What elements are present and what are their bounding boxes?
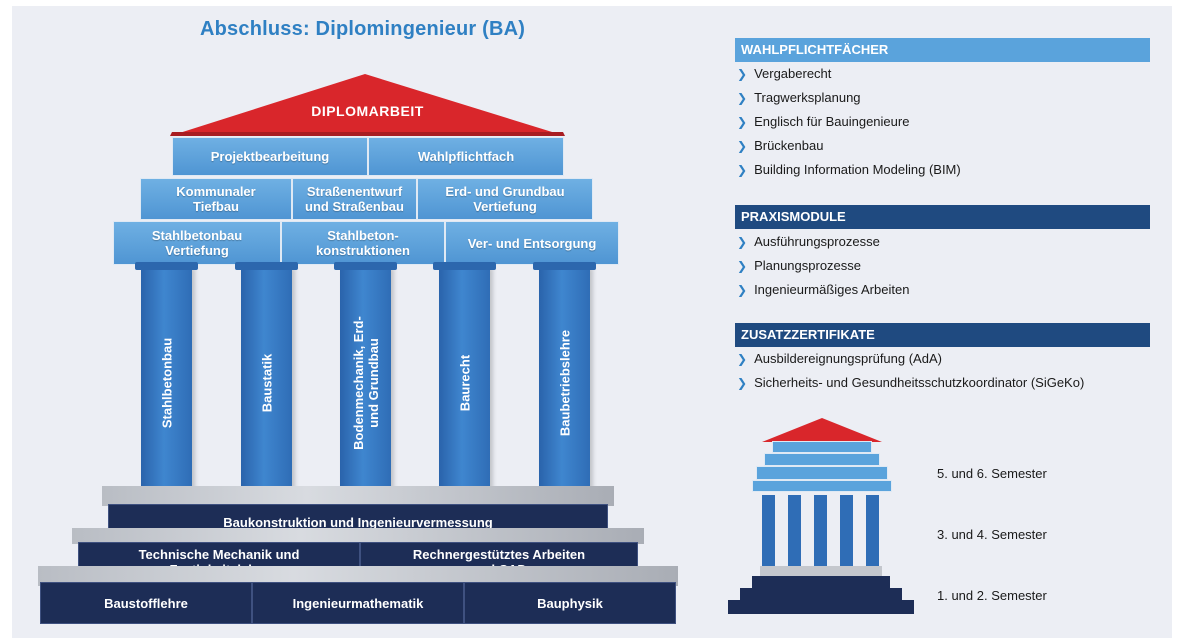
base-step-bottom xyxy=(38,566,678,586)
chevron-right-icon: ❯ xyxy=(737,67,748,81)
column-stahlbetonbau: Stahlbetonbau xyxy=(135,262,198,498)
list-item: ❯Sicherheits- und Gesundheitsschutzkoord… xyxy=(737,375,1085,390)
chevron-right-icon: ❯ xyxy=(737,376,748,390)
mini-column xyxy=(762,495,775,567)
list-item: ❯Englisch für Bauingenieure xyxy=(737,114,910,129)
list-praxismodule: ❯Ausführungsprozesse ❯Planungsprozesse ❯… xyxy=(737,230,1157,302)
column-label: Stahlbetonbau xyxy=(159,337,174,429)
block-stahlbetonbau-vertiefung: Stahlbetonbau Vertiefung xyxy=(113,221,281,265)
list-item: ❯Tragwerksplanung xyxy=(737,90,861,105)
list-item: ❯Planungsprozesse xyxy=(737,258,862,273)
mini-block-row-2 xyxy=(764,453,880,466)
mini-column xyxy=(866,495,879,567)
mini-column xyxy=(788,495,801,567)
semester-label-3-4: 3. und 4. Semester xyxy=(937,527,1047,542)
mini-block-row-3 xyxy=(756,466,888,480)
chevron-right-icon: ❯ xyxy=(737,163,748,177)
roof xyxy=(170,74,565,136)
block-wahlpflichtfach: Wahlpflichtfach xyxy=(368,137,564,176)
chevron-right-icon: ❯ xyxy=(737,235,748,249)
list-item: ❯Vergaberecht xyxy=(737,66,832,81)
mini-roof xyxy=(762,418,882,442)
list-item: ❯Brückenbau xyxy=(737,138,824,153)
list-item: ❯Building Information Modeling (BIM) xyxy=(737,162,961,177)
mini-block-row-1 xyxy=(772,441,872,453)
base-step-middle xyxy=(72,528,644,544)
column-bodenmechanik: Bodenmechanik, Erd- und Grundbau xyxy=(334,262,397,498)
column-label: Baubetriebslehre xyxy=(557,329,572,437)
chevron-right-icon: ❯ xyxy=(737,115,748,129)
roof-label: DIPLOMARBEIT xyxy=(311,103,424,119)
list-item: ❯Ausführungsprozesse xyxy=(737,234,880,249)
block-stahlbetonkonstruktionen: Stahlbeton- konstruktionen xyxy=(281,221,445,265)
column-label: Baustatik xyxy=(259,353,274,413)
list-wahlpflichtfaecher: ❯Vergaberecht ❯Tragwerksplanung ❯Englisc… xyxy=(737,62,1157,182)
section-heading-wahlpflichtfaecher: WAHLPFLICHTFÄCHER xyxy=(735,38,1150,62)
mini-column xyxy=(814,495,827,567)
list-item: ❯Ausbildereignungsprüfung (AdA) xyxy=(737,351,942,366)
chevron-right-icon: ❯ xyxy=(737,352,748,366)
mini-base-row-2 xyxy=(740,588,902,600)
column-label: Bodenmechanik, Erd- und Grundbau xyxy=(350,316,381,450)
block-bauphysik: Bauphysik xyxy=(464,582,676,624)
block-ver-und-entsorgung: Ver- und Entsorgung xyxy=(445,221,619,265)
list-zusatzzertifikate: ❯Ausbildereignungsprüfung (AdA) ❯Sicherh… xyxy=(737,347,1157,395)
mini-base-row-3 xyxy=(728,600,914,614)
column-baustatik: Baustatik xyxy=(235,262,298,498)
semester-label-1-2: 1. und 2. Semester xyxy=(937,588,1047,603)
chevron-right-icon: ❯ xyxy=(737,91,748,105)
block-ingenieurmathematik: Ingenieurmathematik xyxy=(252,582,464,624)
mini-column xyxy=(840,495,853,567)
column-baubetriebslehre: Baubetriebslehre xyxy=(533,262,596,498)
block-erd-und-grundbau-vertiefung: Erd- und Grundbau Vertiefung xyxy=(417,178,593,220)
base-step-top xyxy=(102,486,614,506)
mini-block-row-4 xyxy=(752,480,892,492)
column-label: Baurecht xyxy=(457,354,472,412)
block-kommunaler-tiefbau: Kommunaler Tiefbau xyxy=(140,178,292,220)
section-heading-zusatzzertifikate: ZUSATZZERTIFIKATE xyxy=(735,323,1150,347)
list-item: ❯Ingenieurmäßiges Arbeiten xyxy=(737,282,910,297)
chevron-right-icon: ❯ xyxy=(737,283,748,297)
semester-label-5-6: 5. und 6. Semester xyxy=(937,466,1047,481)
chevron-right-icon: ❯ xyxy=(737,259,748,273)
mini-step xyxy=(760,566,882,577)
mini-base-row-1 xyxy=(752,576,890,588)
column-baurecht: Baurecht xyxy=(433,262,496,498)
chevron-right-icon: ❯ xyxy=(737,139,748,153)
page-title: Abschluss: Diplomingenieur (BA) xyxy=(200,18,526,40)
section-heading-praxismodule: PRAXISMODULE xyxy=(735,205,1150,229)
block-baustofflehre: Baustofflehre xyxy=(40,582,252,624)
block-strassenentwurf: Straßenentwurf und Straßenbau xyxy=(292,178,417,220)
block-projektbearbeitung: Projektbearbeitung xyxy=(172,137,368,176)
